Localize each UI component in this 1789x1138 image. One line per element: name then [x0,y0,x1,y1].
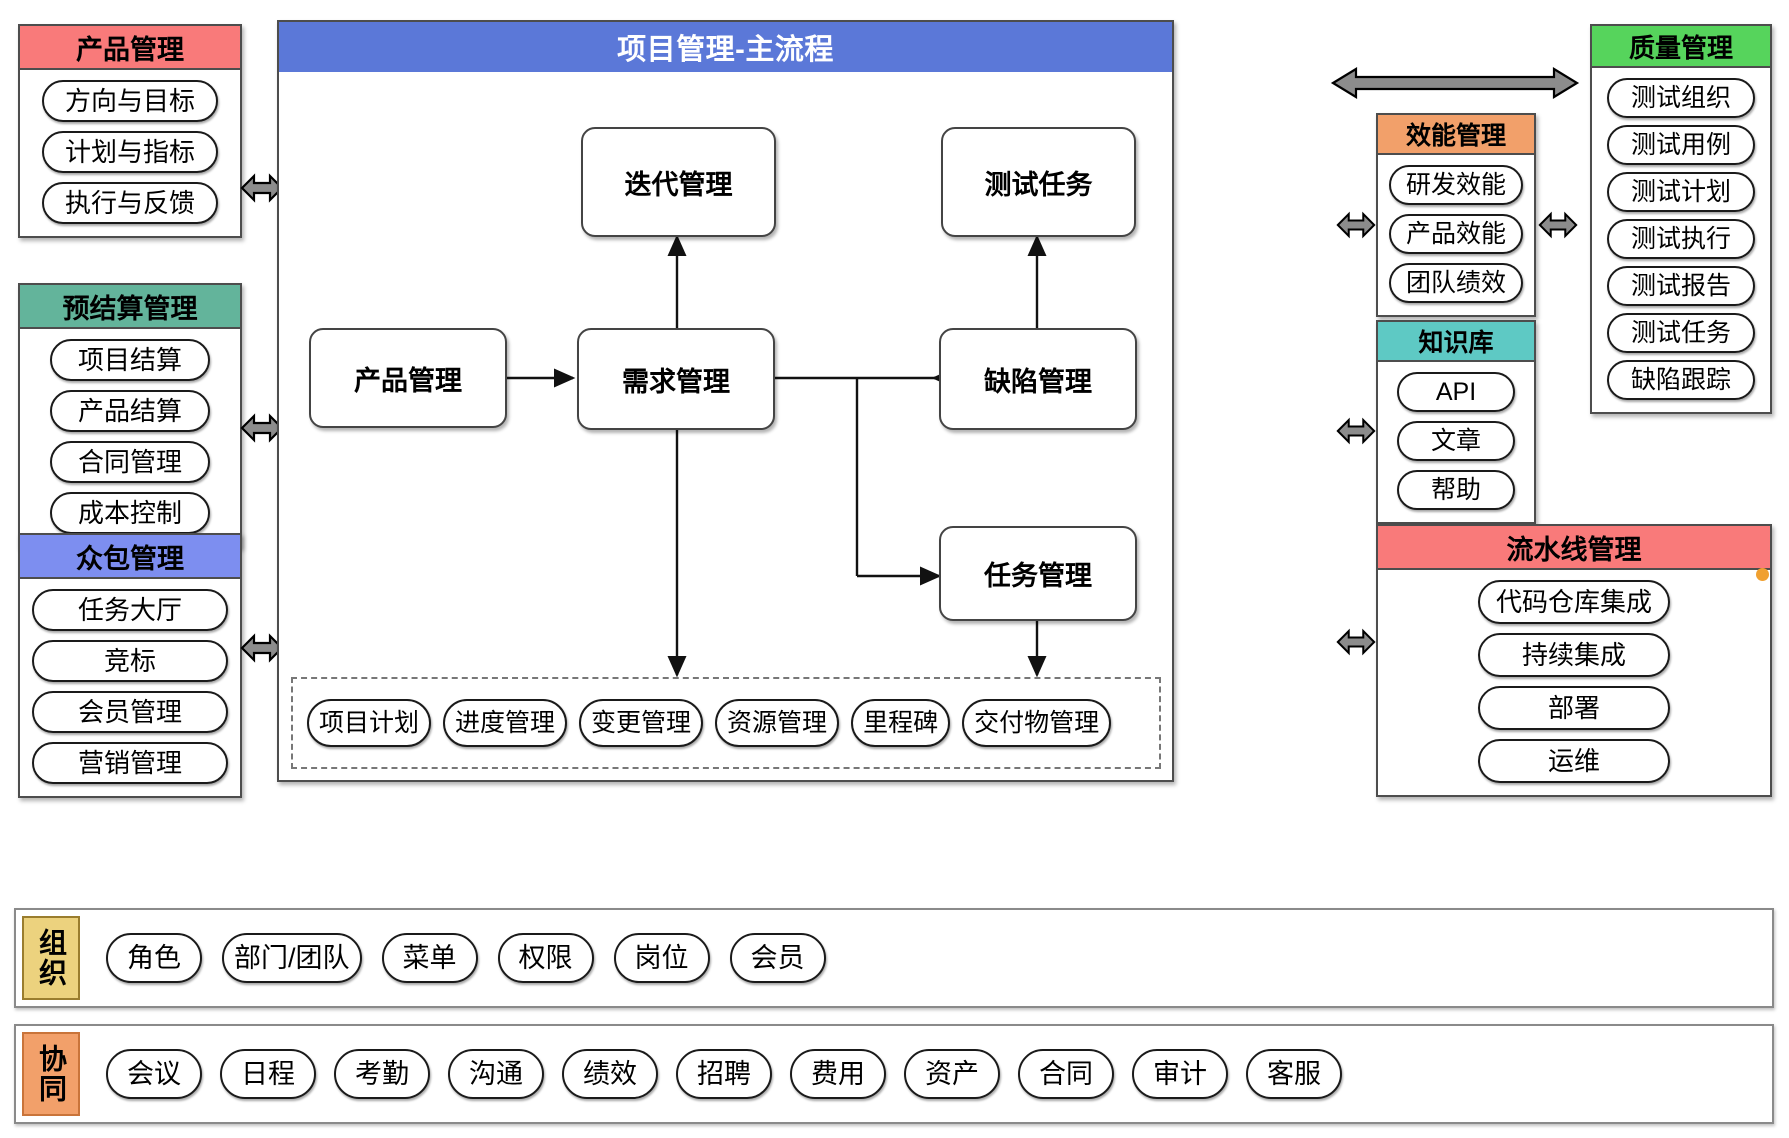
pill-test-plan[interactable]: 测试计划 [1607,172,1755,212]
group-header-quality-management: 质量管理 [1592,26,1770,68]
main-flow-title: 项目管理-主流程 [279,22,1172,72]
group-body-efficiency-management: 研发效能 产品效能 团队绩效 [1378,155,1534,315]
pill-test-execution[interactable]: 测试执行 [1607,219,1755,259]
bottom-bar-label-collaboration: 协同 [22,1032,80,1116]
node-requirement-management[interactable]: 需求管理 [577,328,775,430]
pill-execution-feedback[interactable]: 执行与反馈 [42,182,218,224]
pill-bidding[interactable]: 竞标 [32,640,228,682]
pill-api[interactable]: API [1397,372,1515,412]
group-body-knowledge-base: API 文章 帮助 [1378,362,1534,522]
pill-department-team[interactable]: 部门/团队 [222,933,362,983]
pill-asset[interactable]: 资产 [904,1049,1000,1099]
pill-cost-control[interactable]: 成本控制 [50,492,210,534]
pill-customer-service[interactable]: 客服 [1246,1049,1342,1099]
double-arrow-icon-main-to-pipeline [1336,628,1376,656]
pill-schedule[interactable]: 日程 [220,1049,316,1099]
pill-task-hall[interactable]: 任务大厅 [32,589,228,631]
pill-communication[interactable]: 沟通 [448,1049,544,1099]
pill-meeting[interactable]: 会议 [106,1049,202,1099]
bottom-bar-items-organization: 角色 部门/团队 菜单 权限 岗位 会员 [80,910,1772,1006]
group-body-product-management: 方向与目标 计划与指标 执行与反馈 [20,70,240,236]
double-arrow-icon-main-to-quality [1330,67,1580,99]
pill-role[interactable]: 角色 [106,933,202,983]
bottom-bar-collaboration: 协同 会议 日程 考勤 沟通 绩效 招聘 费用 资产 合同 审计 客服 [14,1024,1774,1124]
group-body-pipeline-management: 代码仓库集成 持续集成 部署 运维 [1378,570,1770,795]
pill-contract[interactable]: 合同 [1018,1049,1114,1099]
pill-test-task[interactable]: 测试任务 [1607,313,1755,353]
group-card-knowledge-base[interactable]: 知识库 API 文章 帮助 [1376,320,1536,524]
group-body-crowdsourcing: 任务大厅 竞标 会员管理 营销管理 [20,579,240,796]
group-card-efficiency-management[interactable]: 效能管理 研发效能 产品效能 团队绩效 [1376,113,1536,317]
bottom-bar-organization: 组织 角色 部门/团队 菜单 权限 岗位 会员 [14,908,1774,1008]
pill-code-repo-integration[interactable]: 代码仓库集成 [1478,580,1670,624]
group-card-budget-settlement[interactable]: 预结算管理 项目结算 产品结算 合同管理 成本控制 [18,283,242,548]
node-product-management[interactable]: 产品管理 [309,328,507,428]
pipeline-status-dot [1756,568,1769,581]
pill-position[interactable]: 岗位 [613,933,710,983]
pill-member[interactable]: 会员 [729,933,826,983]
pill-progress-management[interactable]: 进度管理 [443,699,568,747]
pill-continuous-integration[interactable]: 持续集成 [1478,633,1670,677]
group-header-efficiency-management: 效能管理 [1378,115,1534,155]
pill-milestone[interactable]: 里程碑 [851,699,951,747]
group-header-crowdsourcing: 众包管理 [20,535,240,579]
double-arrow-icon-main-to-knowledge [1336,417,1376,445]
pill-help[interactable]: 帮助 [1397,470,1515,510]
bottom-bar-items-collaboration: 会议 日程 考勤 沟通 绩效 招聘 费用 资产 合同 审计 客服 [80,1026,1772,1122]
group-header-pipeline-management: 流水线管理 [1378,526,1770,570]
pill-defect-tracking[interactable]: 缺陷跟踪 [1607,360,1755,400]
group-body-budget-settlement: 项目结算 产品结算 合同管理 成本控制 [20,329,240,546]
pill-expense[interactable]: 费用 [790,1049,886,1099]
double-arrow-icon-main-to-efficiency [1336,211,1376,239]
pill-marketing-management[interactable]: 营销管理 [32,742,228,784]
pill-change-management[interactable]: 变更管理 [579,699,704,747]
pill-performance[interactable]: 绩效 [562,1049,658,1099]
bottom-bar-label-organization: 组织 [22,916,80,1000]
project-sub-modules-container: 项目计划 进度管理 变更管理 资源管理 里程碑 交付物管理 [291,677,1161,769]
pill-contract-management[interactable]: 合同管理 [50,441,210,483]
pill-team-performance[interactable]: 团队绩效 [1389,263,1523,303]
group-body-quality-management: 测试组织 测试用例 测试计划 测试执行 测试报告 测试任务 缺陷跟踪 [1592,68,1770,412]
pill-plan-metrics[interactable]: 计划与指标 [42,131,218,173]
group-header-budget-settlement: 预结算管理 [20,285,240,329]
main-flow-panel: 项目管理-主流程 迭代管理 测试任务 产品 [277,20,1174,782]
group-card-product-management[interactable]: 产品管理 方向与目标 计划与指标 执行与反馈 [18,24,242,238]
pill-deployment[interactable]: 部署 [1478,686,1670,730]
node-task-management[interactable]: 任务管理 [939,526,1137,621]
pill-project-plan[interactable]: 项目计划 [307,699,432,747]
pill-direction-goals[interactable]: 方向与目标 [42,80,218,122]
pill-audit[interactable]: 审计 [1132,1049,1228,1099]
pill-deliverable-management[interactable]: 交付物管理 [962,699,1112,747]
node-defect-management[interactable]: 缺陷管理 [939,328,1137,430]
group-card-pipeline-management[interactable]: 流水线管理 代码仓库集成 持续集成 部署 运维 [1376,524,1772,797]
group-card-quality-management[interactable]: 质量管理 测试组织 测试用例 测试计划 测试执行 测试报告 测试任务 缺陷跟踪 [1590,24,1772,414]
group-card-crowdsourcing[interactable]: 众包管理 任务大厅 竞标 会员管理 营销管理 [18,533,242,798]
group-header-knowledge-base: 知识库 [1378,322,1534,362]
node-iteration-management[interactable]: 迭代管理 [581,127,776,237]
pill-permission[interactable]: 权限 [497,933,594,983]
pill-product-efficiency[interactable]: 产品效能 [1389,214,1523,254]
pill-article[interactable]: 文章 [1397,421,1515,461]
pill-test-case[interactable]: 测试用例 [1607,125,1755,165]
pill-recruitment[interactable]: 招聘 [676,1049,772,1099]
pill-member-management[interactable]: 会员管理 [32,691,228,733]
pill-menu[interactable]: 菜单 [381,933,478,983]
double-arrow-icon-efficiency-to-quality [1538,211,1578,239]
pill-product-settlement[interactable]: 产品结算 [50,390,210,432]
pill-test-report[interactable]: 测试报告 [1607,266,1755,306]
node-test-task[interactable]: 测试任务 [941,127,1136,237]
pill-rnd-efficiency[interactable]: 研发效能 [1389,165,1523,205]
pill-attendance[interactable]: 考勤 [334,1049,430,1099]
pill-operations[interactable]: 运维 [1478,739,1670,783]
pill-resource-management[interactable]: 资源管理 [715,699,840,747]
pill-test-organization[interactable]: 测试组织 [1607,78,1755,118]
pill-project-settlement[interactable]: 项目结算 [50,339,210,381]
group-header-product-management: 产品管理 [20,26,240,70]
